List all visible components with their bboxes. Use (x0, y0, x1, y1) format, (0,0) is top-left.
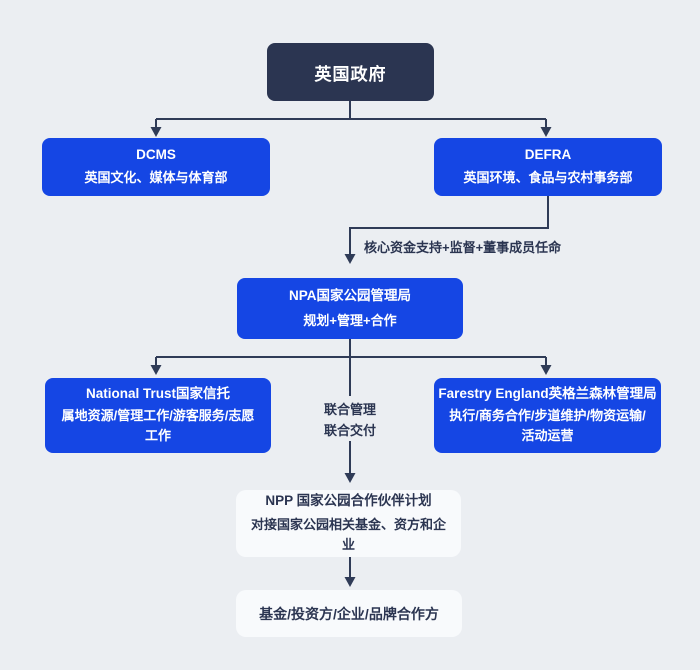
node-subtitle: 属地资源/管理工作/游客服务/志愿工作 (61, 408, 255, 443)
node-subtitle: 执行/商务合作/步道维护/物资运输/活动运营 (449, 408, 646, 443)
node-partners: 基金/投资方/企业/品牌合作方 (236, 590, 462, 637)
node-title: National Trust国家信托 (85, 386, 230, 401)
arrowheads (150, 127, 552, 587)
connector-paths (155, 101, 549, 577)
node-title: Farestry England英格兰森林管理局 (438, 386, 657, 401)
node-subtitle: 规划+管理+合作 (303, 312, 397, 328)
node-subtitle: 对接国家公园相关基金、资方和企业 (250, 517, 446, 552)
edge-label-joint-line1: 联合管理 (323, 402, 376, 417)
node-defra: DEFRA 英国环境、食品与农村事务部 (434, 138, 662, 196)
node-national-trust: National Trust国家信托 属地资源/管理工作/游客服务/志愿工作 (45, 378, 271, 453)
node-uk-government: 英国政府 (267, 43, 434, 101)
node-subtitle: 英国环境、食品与农村事务部 (463, 170, 633, 185)
node-dcms: DCMS 英国文化、媒体与体育部 (42, 138, 270, 196)
node-title: 基金/投资方/企业/品牌合作方 (259, 605, 439, 622)
node-npa: NPA国家公园管理局 规划+管理+合作 (237, 278, 463, 339)
node-title: DEFRA (524, 147, 572, 162)
node-npp: NPP 国家公园合作伙伴计划 对接国家公园相关基金、资方和企业 (236, 490, 461, 557)
edge-label-joint-line2: 联合交付 (323, 423, 376, 438)
node-title: NPP 国家公园合作伙伴计划 (265, 493, 432, 508)
edge-label-funding: 核心资金支持+监督+董事成员任命 (364, 240, 562, 255)
node-title: 英国政府 (314, 64, 387, 84)
edge-label-joint: 联合管理 联合交付 (300, 399, 400, 441)
node-title: DCMS (136, 147, 176, 162)
node-subtitle: 英国文化、媒体与体育部 (84, 170, 228, 185)
node-title: NPA国家公园管理局 (288, 287, 411, 303)
node-forestry-england: Farestry England英格兰森林管理局 执行/商务合作/步道维护/物资… (434, 378, 661, 453)
